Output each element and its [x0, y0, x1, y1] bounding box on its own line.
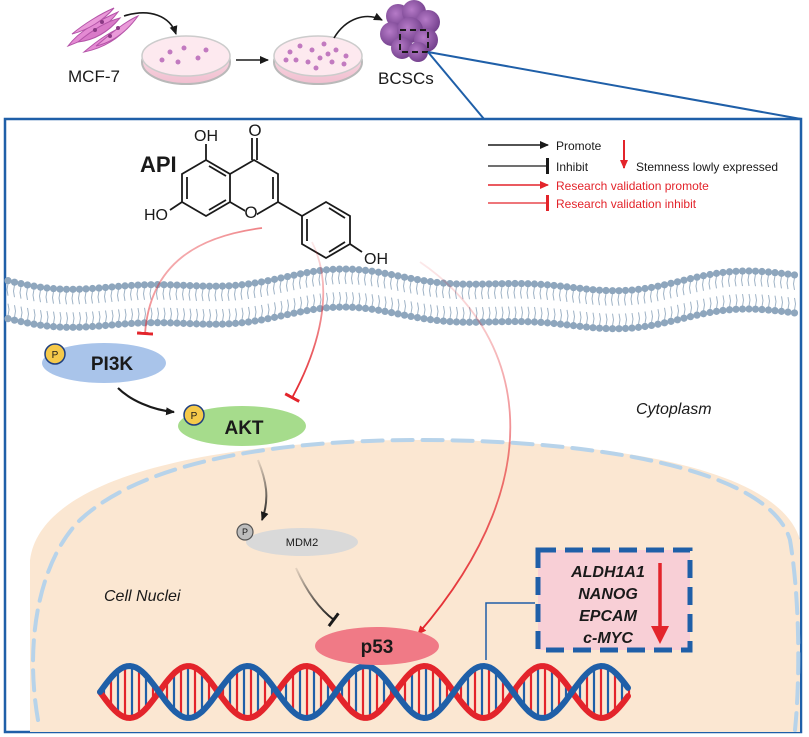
- legend-stemness-label: Stemness lowly expressed: [636, 160, 778, 174]
- mdm2-label: MDM2: [286, 537, 318, 549]
- petri-dish-1-icon: [141, 35, 231, 85]
- ho-left-label: HO: [144, 207, 168, 224]
- zoom-box: [399, 29, 429, 53]
- akt-label: AKT: [224, 418, 263, 439]
- stemness-down-arrowhead: [651, 626, 669, 644]
- oh-top-label: OH: [194, 128, 218, 145]
- cytoplasm-label: Cytoplasm: [636, 401, 712, 418]
- legend: Promote Inhibit Stemness lowly expressed…: [488, 139, 778, 211]
- mdm2-node: MDM2 P: [236, 523, 358, 556]
- mdm2-phospho-label: P: [242, 527, 248, 537]
- oh-right-label: OH: [364, 251, 388, 268]
- arrow-to-dish1: [123, 12, 178, 35]
- pi3k-phospho-icon: [44, 343, 66, 365]
- bcsc-label: BCSCs: [378, 69, 434, 88]
- akt-phospho-label: P: [191, 411, 198, 422]
- dna-helix-icon: [97, 662, 631, 722]
- mcf7-label: MCF-7: [68, 67, 120, 86]
- arrow-to-spheres: [333, 12, 383, 39]
- akt-node: AKT P: [178, 404, 306, 446]
- p53-label: p53: [361, 637, 394, 658]
- culture-scheme: MCF-7: [66, 0, 802, 120]
- gene-label-1: NANOG: [578, 586, 638, 603]
- mcf7-cells-icon: [66, 7, 140, 53]
- gene-box: [535, 547, 693, 653]
- zoom-line-left: [427, 51, 485, 120]
- api-inhibits-pi3k: [136, 227, 263, 336]
- legend-inhibit-label: Inhibit: [556, 160, 589, 174]
- zoom-line-right: [427, 51, 802, 120]
- bcsc-sphere-icon: [380, 0, 440, 62]
- legend-research-promote-label: Research validation promote: [556, 179, 709, 193]
- pi3k-phospho-label: P: [52, 350, 59, 361]
- akt-phospho-icon: [183, 404, 205, 426]
- api-label: API: [140, 152, 177, 177]
- nucleus-area: [30, 440, 800, 732]
- pi3k-promotes-akt: [117, 387, 175, 416]
- api-inhibits-akt: [284, 241, 325, 403]
- api-promotes-p53: [417, 261, 512, 635]
- mdm2-inhibits-p53: [295, 567, 340, 627]
- p53-node: p53: [315, 627, 439, 665]
- akt-promotes-mdm2: [257, 459, 269, 521]
- mdm2-phospho-icon: [236, 523, 254, 541]
- gene-label-3: c-MYC: [583, 630, 633, 647]
- gene-label-0: ALDH1A1: [570, 564, 645, 581]
- ring-oxygen-label: O: [244, 203, 257, 222]
- petri-dish-2-icon: [273, 35, 363, 85]
- nuclear-envelope: [31, 437, 801, 732]
- legend-promote-label: Promote: [556, 139, 602, 153]
- nucleus-label: Cell Nuclei: [104, 588, 181, 605]
- gene-label-2: EPCAM: [579, 608, 637, 625]
- gene-connector: [485, 602, 535, 660]
- pi3k-node: PI3K P: [42, 343, 166, 383]
- legend-research-inhibit-label: Research validation inhibit: [556, 197, 697, 211]
- pi3k-label: PI3K: [91, 354, 134, 375]
- carbonyl-label: O: [248, 121, 261, 140]
